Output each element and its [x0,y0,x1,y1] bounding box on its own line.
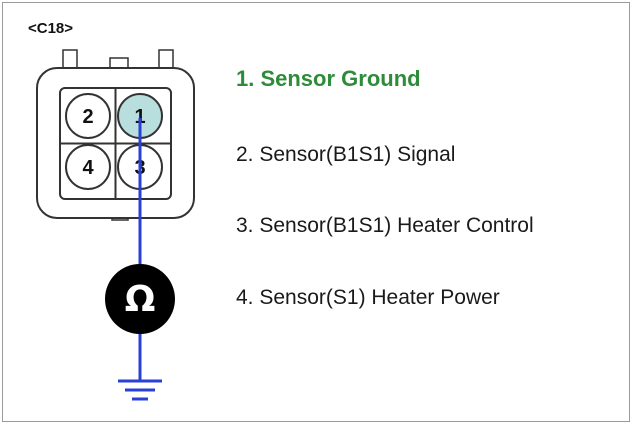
connector-housing [36,49,195,221]
legend-item-pin-4: 4. Sensor(S1) Heater Power [236,286,500,309]
legend-item-pin-3: 3. Sensor(B1S1) Heater Control [236,214,534,237]
pin-1-label: 1 [134,106,145,128]
ground-icon [118,379,162,401]
pin-4-socket [65,144,111,190]
pin-4-label: 4 [82,157,94,179]
pin-2-label: 2 [82,106,93,128]
pin-2: 2 [65,93,111,139]
connector-id-label: <C18> [28,20,74,37]
legend-item-pin-2: 2. Sensor(B1S1) Signal [236,143,456,166]
ohm-meter-icon: Ω [105,264,175,334]
pin-4: 4 [65,144,111,190]
ohm-symbol: Ω [125,279,156,320]
legend-item-pin-1: 1. Sensor Ground [236,66,421,91]
pin-2-socket [65,93,111,139]
connector-pins: 2143 [65,93,163,190]
